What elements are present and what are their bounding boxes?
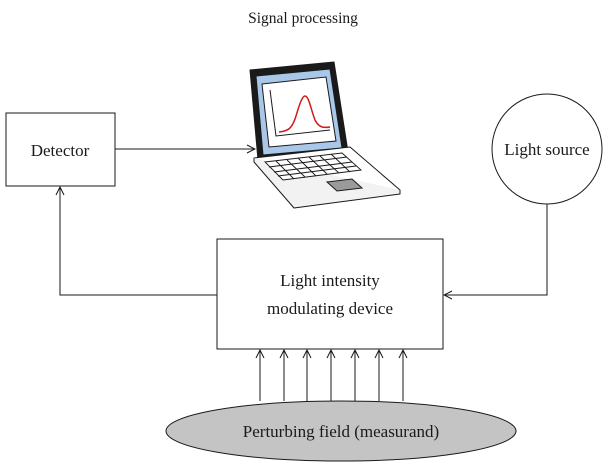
light-source-node: Light source: [491, 93, 603, 205]
modulating-device-box: [216, 238, 444, 350]
modulating-device-label-line1: Light intensity: [280, 271, 380, 290]
modulating-device-node: Light intensity modulating device: [216, 238, 444, 350]
detector-node: Detector: [5, 112, 116, 187]
modulating-device-label-line2: modulating device: [267, 299, 393, 318]
plot-axes: [269, 89, 331, 137]
laptop-icon: [249, 61, 401, 209]
light-source-label: Light source: [504, 140, 589, 159]
plot-signal-curve: [278, 95, 331, 133]
detector-label: Detector: [31, 141, 90, 160]
detector-box: [5, 112, 116, 187]
diagram-title: Signal processing: [248, 10, 358, 27]
perturbing-field-label: Perturbing field (measurand): [243, 422, 439, 441]
arrow-device-to-detector: [60, 187, 217, 296]
arrow-light-source-to-device: [444, 204, 548, 295]
perturbing-field-node: Perturbing field (measurand): [165, 400, 517, 462]
laptop-keyboard: [264, 152, 363, 181]
laptop-screen: [261, 76, 337, 148]
perturbing-field-ellipse: [165, 400, 517, 462]
peak-signal-plot-icon: [269, 89, 331, 137]
laptop-touchpad: [325, 178, 364, 192]
field-arrows: [260, 350, 403, 401]
